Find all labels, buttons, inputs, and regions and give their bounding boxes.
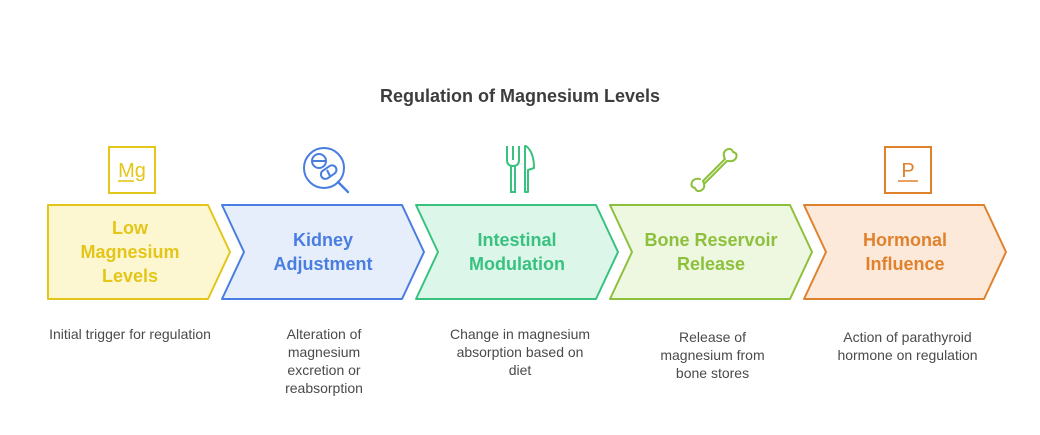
parathyroid-symbol-icon: P	[880, 142, 936, 198]
magnesium-symbol-icon: Mg	[104, 142, 160, 198]
step-label-hormonal-influence: Hormonal Influence	[862, 230, 947, 274]
chevron-step-2	[221, 204, 425, 300]
diagram-title: Regulation of Magnesium Levels	[379, 86, 661, 106]
step-label-intestinal-modulation: Intestinal Modulation	[469, 230, 565, 274]
step-description-intestinal-modulation: Change in magnesium absorption based on …	[449, 326, 591, 378]
step-label-low-magnesium: Low Magnesium Levels	[80, 218, 180, 286]
step-description-bone-reservoir-release: Release of magnesium from bone stores	[660, 329, 765, 381]
svg-text:P: P	[901, 160, 914, 182]
step-label-kidney-adjustment: Kidney Adjustment	[273, 230, 373, 274]
chevron-step-1	[47, 204, 231, 300]
step-description-kidney-adjustment: Alteration of magnesium excretion or rea…	[285, 326, 363, 396]
step-label-bone-reservoir-release: Bone Reservoir Release	[644, 230, 778, 274]
step-description-low-magnesium: Initial trigger for regulation	[49, 326, 211, 342]
chevron-step-5	[803, 204, 1007, 300]
chevron-step-3	[415, 204, 619, 300]
pills-search-icon	[298, 142, 354, 198]
fork-knife-icon	[492, 142, 548, 198]
bone-icon	[686, 142, 742, 198]
chevron-step-4	[609, 204, 813, 300]
step-description-hormonal-influence: Action of parathyroid hormone on regulat…	[837, 329, 978, 363]
svg-text:Mg: Mg	[118, 160, 146, 182]
